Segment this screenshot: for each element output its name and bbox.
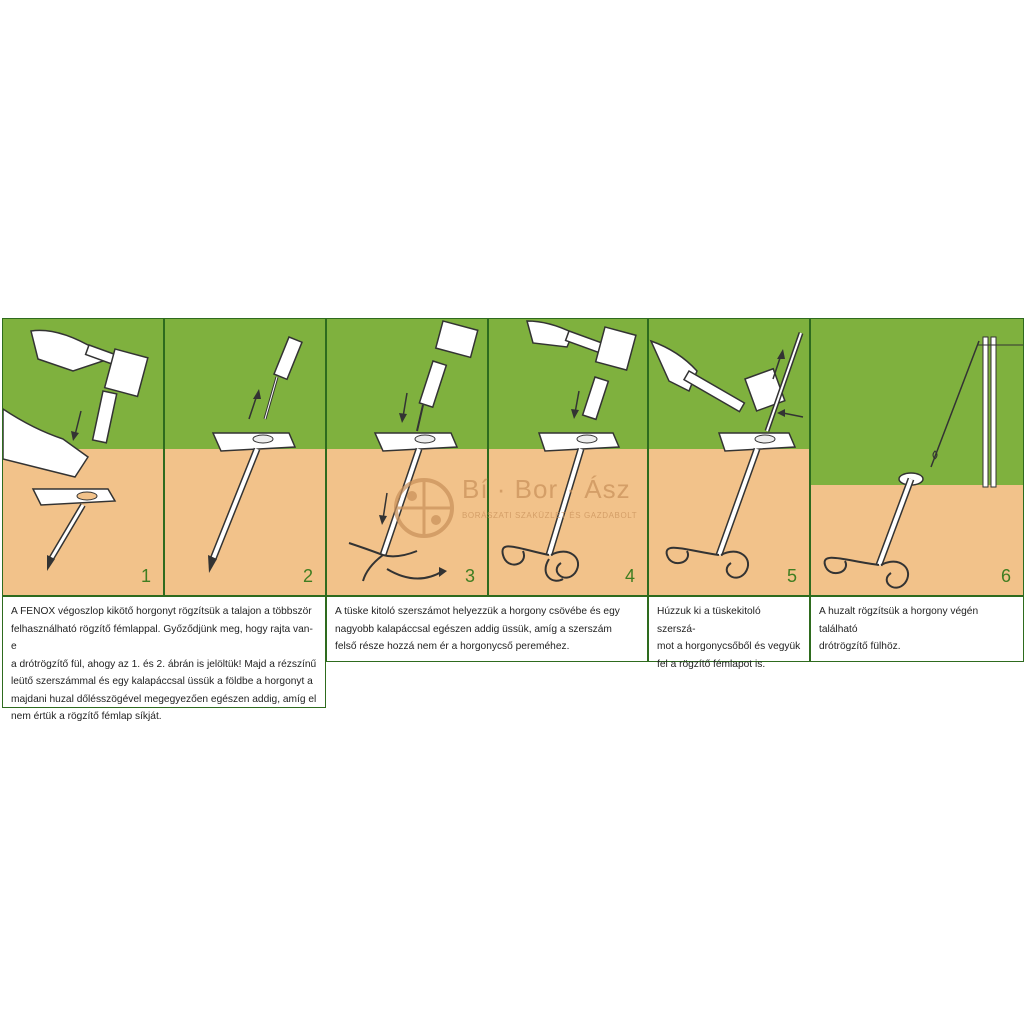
step-panel-1: 1: [2, 318, 164, 596]
step-2-illustration: [165, 319, 325, 595]
step-4-illustration: [489, 319, 647, 595]
step-panel-3: 3: [326, 318, 488, 596]
watermark-title: Bí · Bor · Ász: [462, 474, 631, 504]
step-number-6: 6: [1000, 566, 1011, 586]
step-6-illustration: [811, 319, 1023, 595]
step-number-4: 4: [624, 566, 635, 586]
watermark-logo-icon: [394, 478, 454, 538]
step-5-illustration: [649, 319, 809, 595]
caption-step-6: A huzalt rögzítsük a horgony végén talál…: [810, 596, 1024, 662]
step-number-1: 1: [140, 566, 151, 586]
step-number-2: 2: [302, 566, 313, 586]
step-panel-6: 6: [810, 318, 1024, 596]
step-number-5: 5: [786, 566, 797, 586]
watermark-subtitle: BORÁSZATI SZAKÜZLET ÉS GAZDABOLT: [462, 511, 638, 520]
step-1-illustration: [3, 319, 163, 595]
step-number-3: 3: [464, 566, 475, 586]
instruction-strip: 1 2: [0, 318, 1024, 722]
step-panel-5: 5: [648, 318, 810, 596]
step-panel-4: 4: [488, 318, 648, 596]
step-panel-2: 2: [164, 318, 326, 596]
caption-step-5: Húzzuk ki a tüskekitoló szerszá- mot a h…: [648, 596, 810, 670]
caption-step-3-4: A tüske kitoló szerszámot helyezzük a ho…: [326, 596, 648, 662]
step-3-illustration: [327, 319, 487, 595]
caption-step-1-2: A FENOX végoszlop kikötő horgonyt rögzít…: [2, 596, 326, 722]
watermark: Bí · Bor · Ász BORÁSZATI SZAKÜZLET ÉS GA…: [392, 474, 642, 546]
